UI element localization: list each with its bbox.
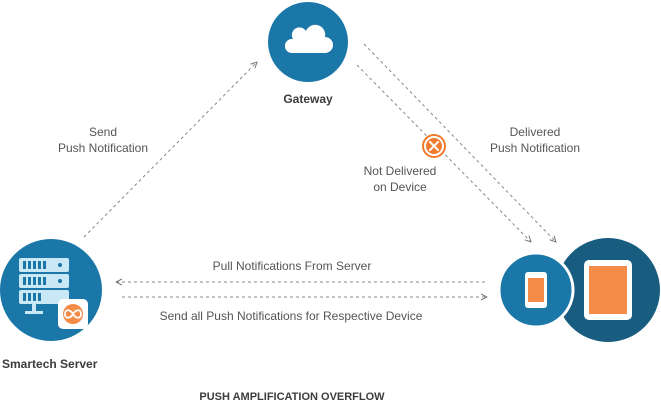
server-stack-icon	[19, 258, 69, 314]
send-edge-label-line1: Send	[88, 125, 118, 139]
pull-edge-label: Pull Notifications From Server	[212, 259, 372, 273]
delivered-edge-label-line1: Delivered	[509, 125, 561, 139]
gateway-label: Gateway	[283, 92, 333, 106]
delivered-edge-label: Delivered Push Notification	[476, 124, 594, 156]
server-node	[0, 239, 102, 341]
error-x-icon	[422, 134, 446, 158]
not-delivered-edge-label-line2: on Device	[373, 180, 427, 194]
gateway-node	[268, 2, 348, 82]
send-all-edge-label: Send all Push Notifications for Respecti…	[159, 309, 423, 323]
server-label: Smartech Server	[2, 357, 98, 371]
tablet-icon	[556, 238, 660, 342]
send-edge-label-line2: Push Notification	[57, 141, 149, 155]
not-delivered-edge-label: Not Delivered on Device	[350, 163, 450, 195]
not-delivered-edge-line	[356, 64, 531, 242]
diagram-caption: PUSH AMPLIFICATION OVERFLOW	[199, 391, 385, 403]
phone-icon	[497, 251, 575, 329]
send-edge-label: Send Push Notification	[40, 124, 166, 156]
not-delivered-edge-label-line1: Not Delivered	[363, 164, 437, 178]
delivered-edge-label-line2: Push Notification	[489, 141, 581, 155]
cloud-icon	[284, 24, 333, 53]
delivered-edge-line	[363, 43, 556, 242]
infinity-icon	[58, 299, 88, 329]
devices-node	[497, 238, 660, 342]
send-edge-line	[83, 62, 257, 238]
